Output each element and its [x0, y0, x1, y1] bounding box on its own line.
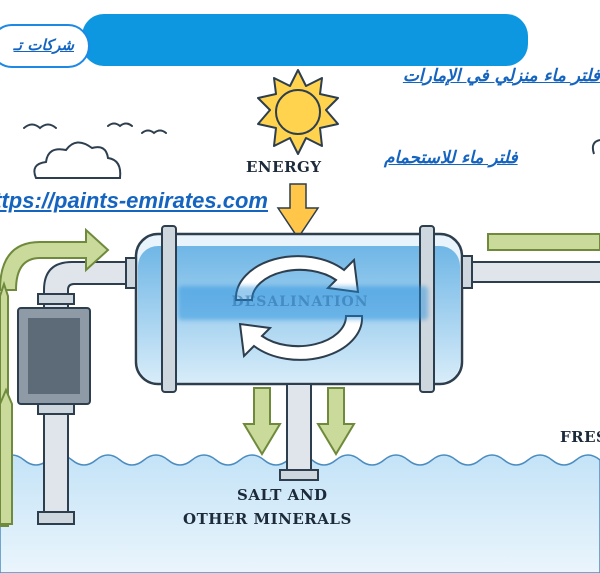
- pipe-clamp: [37, 403, 75, 415]
- brine-pipe-base: [279, 469, 319, 481]
- inlet-coupling: [125, 257, 137, 289]
- process-label-blur: [178, 286, 428, 320]
- top-banner: [82, 14, 528, 66]
- tank-flange-right: [419, 225, 435, 393]
- shower-filter-link[interactable]: فلتر ماء للاستحمام: [384, 148, 518, 168]
- tank-flange-left: [161, 225, 177, 393]
- minerals-arrow-icon: [316, 387, 356, 456]
- pre-filter-grille: [28, 318, 80, 394]
- site-url-link[interactable]: https://paints-emirates.com/: [0, 188, 268, 213]
- brine-pipe: [286, 383, 312, 475]
- inflow-arrow-icon: [0, 227, 110, 291]
- sun-icon: [257, 69, 339, 155]
- outlet-pipe: [469, 261, 600, 283]
- cloud-icon-partial: [591, 139, 600, 155]
- minerals-arrow-icon: [242, 387, 282, 456]
- process-cycle-icon: [234, 255, 364, 361]
- company-badge-text[interactable]: شركات تـ: [13, 36, 74, 54]
- energy-arrow-icon: [276, 183, 320, 240]
- pipe-clamp: [37, 293, 75, 305]
- salt-label-line2: OTHER MINERALS: [183, 510, 352, 528]
- tank-water: [138, 246, 460, 382]
- inflow-arrow-icon: [0, 387, 13, 525]
- energy-label: ENERGY: [246, 158, 322, 176]
- salt-label-line1: SALT AND: [237, 486, 328, 504]
- outlet-coupling: [461, 255, 473, 289]
- process-label: DESALINATION: [231, 294, 369, 310]
- pipe-base: [37, 511, 75, 525]
- company-badge[interactable]: شركات تـ: [0, 24, 90, 68]
- home-water-filter-link[interactable]: فلتر ماء منزلي في الإمارات: [402, 66, 600, 86]
- cloud-icon: [33, 141, 122, 179]
- fresh-water-label: FRESH: [560, 428, 600, 446]
- birds-icon: [23, 122, 167, 135]
- outflow-arrow-icon: [487, 233, 600, 251]
